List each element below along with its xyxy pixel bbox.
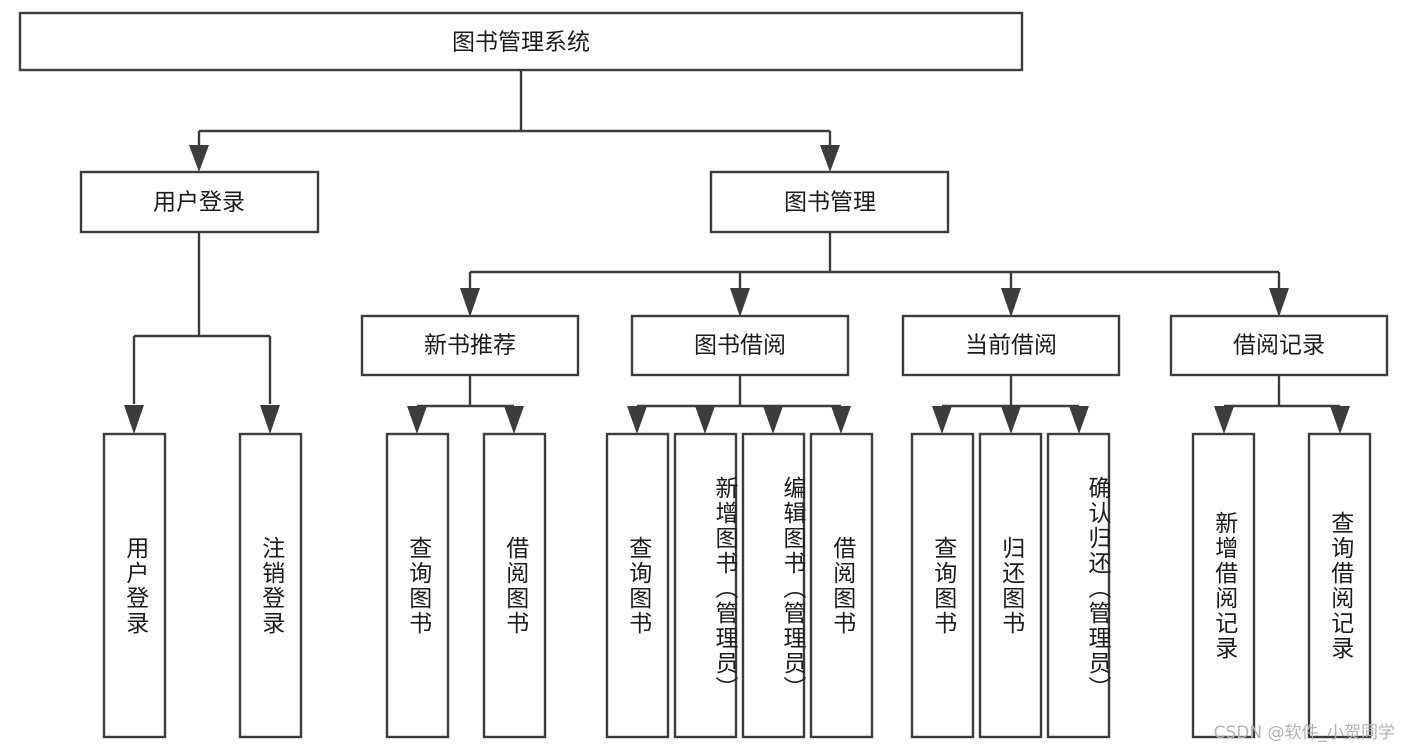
node-borrow-record[interactable] — [1169, 314, 1389, 377]
arrow-to-leaf-return-book — [1001, 406, 1021, 434]
arrow-to-leaf-logout — [260, 405, 280, 434]
label-layer: 图书管理系统 用户登录 图书管理 新书推荐 图书借阅 当前借阅 借阅记录 — [153, 30, 1325, 359]
leaf-box-borrow-book-a[interactable] — [482, 432, 547, 739]
leaf-box-add-borrow-record[interactable] — [1191, 432, 1256, 739]
label-user-login: 用户登录 — [153, 190, 245, 216]
leaf-box-add-book[interactable] — [673, 432, 738, 739]
arrow-to-leaf-add-book — [695, 406, 715, 434]
label-current-borrowing: 当前借阅 — [965, 333, 1057, 359]
label-root: 图书管理系统 — [452, 30, 590, 56]
arrow-to-leaf-confirm-return — [1069, 406, 1089, 434]
arrow-to-book-mgmt — [820, 145, 840, 172]
arrow-to-borrow-record — [1269, 288, 1289, 317]
arrow-to-user-login — [189, 145, 209, 172]
arrow-to-book-borrow — [730, 288, 750, 317]
node-user-login[interactable] — [79, 170, 320, 234]
leaf-box-query-book-c[interactable] — [910, 432, 975, 739]
arrow-to-leaf-query-record — [1330, 406, 1350, 434]
node-book-borrowing[interactable] — [630, 314, 850, 377]
node-layer — [18, 11, 1389, 739]
arrow-to-leaf-query-book-c — [932, 406, 952, 434]
leaf-box-borrow-book-b[interactable] — [809, 432, 874, 739]
label-borrow-record: 借阅记录 — [1233, 333, 1325, 359]
node-book-management[interactable] — [709, 170, 950, 234]
node-root-book-management-system[interactable] — [18, 11, 1024, 72]
node-current-borrowing[interactable] — [901, 314, 1121, 377]
leaf-box-edit-book[interactable] — [741, 432, 806, 739]
arrow-to-leaf-borrow-book-b — [831, 406, 851, 434]
leaf-box-query-book-b[interactable] — [605, 432, 670, 739]
arrow-to-leaf-add-record — [1214, 406, 1234, 434]
leaf-box-user-login[interactable] — [102, 432, 167, 739]
arrow-to-leaf-edit-book — [763, 406, 783, 434]
label-new-book-recommendation: 新书推荐 — [424, 333, 516, 359]
arrow-to-leaf-query-book-a — [407, 406, 427, 434]
node-new-book-recommendation[interactable] — [360, 314, 580, 377]
leaf-box-query-borrow-record[interactable] — [1307, 432, 1372, 739]
arrow-to-leaf-user-login — [124, 405, 144, 434]
leaf-box-query-book-a[interactable] — [385, 432, 450, 739]
connector-layer — [124, 70, 1350, 434]
leaf-box-logout[interactable] — [238, 432, 303, 739]
arrow-to-leaf-borrow-book-a — [504, 406, 524, 434]
leaf-box-confirm-return[interactable] — [1046, 432, 1111, 739]
arrow-to-new-book-rec — [460, 288, 480, 317]
arrow-to-current-borrow — [1001, 288, 1021, 317]
arrow-to-leaf-query-book-b — [627, 406, 647, 434]
label-book-borrowing: 图书借阅 — [694, 333, 786, 359]
label-book-management: 图书管理 — [784, 190, 876, 216]
leaf-box-return-book[interactable] — [978, 432, 1043, 739]
